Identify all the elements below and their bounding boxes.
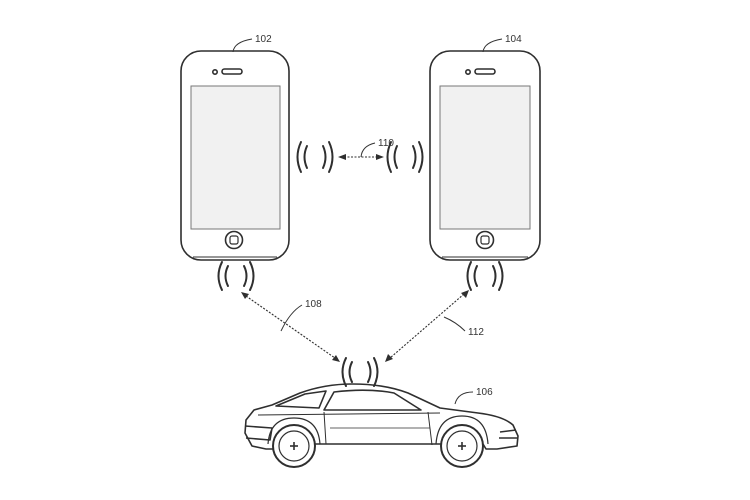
car-rear-arch	[267, 417, 321, 445]
leader-line-108	[280, 304, 303, 332]
wireless-signal-icon	[217, 261, 255, 291]
car-body	[244, 383, 519, 450]
phone-screen	[190, 85, 281, 230]
car-door-rear-line	[323, 411, 327, 445]
connection-arrow-phones	[338, 154, 384, 160]
car-front-wheel	[440, 424, 484, 468]
phone-body	[180, 50, 290, 261]
ref-label-102: 102	[255, 34, 272, 45]
connection-arrow-right	[385, 290, 469, 362]
vehicle-car	[244, 383, 519, 468]
leader-line-106	[454, 391, 474, 405]
leader-line-112	[443, 316, 466, 332]
car-rear-bumper	[244, 425, 273, 441]
phone-speaker	[221, 68, 243, 75]
phone-body	[429, 50, 541, 261]
ref-label-110: 110	[378, 138, 394, 149]
phone-camera	[212, 69, 219, 76]
home-button	[475, 230, 495, 250]
phone-camera	[464, 69, 471, 76]
car-front-bumper	[499, 429, 517, 439]
leader-line-110	[360, 142, 376, 158]
ref-label-112: 112	[468, 327, 484, 338]
car-door-line	[427, 411, 433, 446]
leader-line-102	[232, 38, 253, 53]
phone-speaker	[474, 68, 496, 75]
wireless-signal-icon	[296, 141, 334, 173]
car-front-arch	[435, 415, 489, 445]
ref-label-106: 106	[476, 387, 493, 398]
home-button-square	[229, 235, 239, 245]
wireless-signal-icon	[466, 261, 504, 291]
car-window-front	[323, 389, 422, 411]
phone-screen	[439, 85, 531, 230]
leader-lines	[232, 38, 503, 405]
wireless-signal-icon	[341, 357, 379, 387]
smartphone-left	[180, 50, 290, 261]
connection-arrow-left	[241, 292, 340, 362]
ref-label-104: 104	[505, 34, 522, 45]
wireless-signal-icon	[386, 141, 424, 173]
car-beltline	[257, 412, 441, 416]
car-window-rear	[275, 390, 327, 409]
home-button	[224, 230, 244, 250]
home-button-square	[480, 235, 490, 245]
car-rear-wheel	[272, 424, 316, 468]
ref-label-108: 108	[305, 299, 322, 310]
leader-line-104	[482, 38, 503, 53]
smartphone-right	[429, 50, 541, 261]
